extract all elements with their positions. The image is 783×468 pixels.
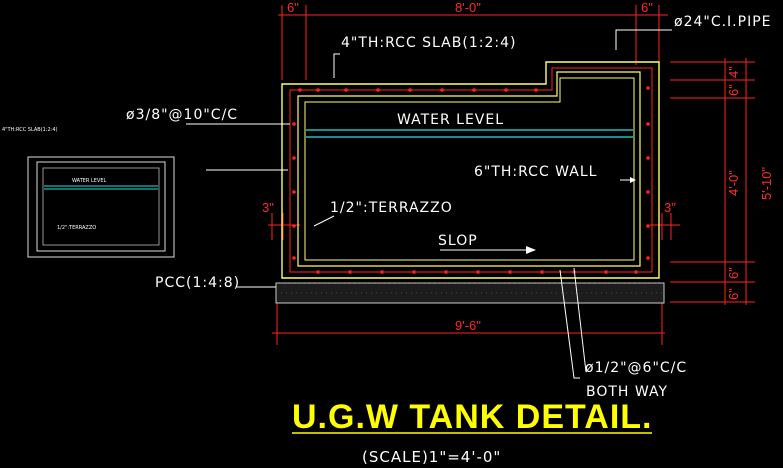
dim-right-total: 5'-10" (759, 166, 774, 200)
thumbnail-water-level: WATER LEVEL (72, 178, 107, 184)
dim-right-bottom-a: 6" (726, 267, 741, 279)
tank-section (275, 61, 665, 304)
leader-lines (186, 29, 672, 379)
dim-bottom: 9'-6" (455, 318, 481, 333)
water-level-label: WATER LEVEL (397, 112, 504, 128)
pipe-label: ø24"C.I.PIPE (674, 14, 771, 30)
pcc-label: PCC(1:4:8) (155, 275, 240, 291)
terrazzo-label: 1/2":TERRAZZO (330, 200, 453, 216)
dim-left-side: 3" (262, 200, 274, 215)
both-way-label: BOTH WAY (586, 384, 668, 400)
dim-right-height: 4'-0" (726, 170, 741, 196)
dimension-lines (268, 5, 755, 345)
pcc-base (275, 282, 665, 304)
dim-right-side: 3" (664, 200, 676, 215)
dim-right-b: 6" (726, 84, 741, 96)
drawing-title: U.G.W TANK DETAIL. (292, 398, 652, 436)
dim-top-mid: 8'-0" (455, 0, 481, 15)
thumbnail-slab-label: 4"TH:RCC SLAB(1:2:4) (2, 127, 58, 133)
wall-label: 6"TH:RCC WALL (474, 164, 597, 180)
dim-right-bottom-b: 6" (726, 288, 741, 300)
scale-note: (SCALE)1"=4'-0" (362, 448, 501, 466)
thumbnail-drawing: 4"TH:RCC SLAB(1:2:4) WATER LEVEL 1/2":TE… (2, 127, 175, 258)
top-rebar-label: ø3/8"@10"C/C (126, 107, 238, 123)
slab-label: 4"TH:RCC SLAB(1:2:4) (341, 35, 516, 51)
thumbnail-terrazzo: 1/2":TERRAZZO (57, 225, 96, 231)
bottom-rebar-label: ø1/2"@6"C/C (585, 360, 687, 376)
slop-label: SLOP (438, 233, 478, 249)
dim-top-left: 6" (287, 0, 299, 15)
dim-right-a: 4" (726, 66, 741, 78)
dim-top-right: 6" (641, 0, 653, 15)
